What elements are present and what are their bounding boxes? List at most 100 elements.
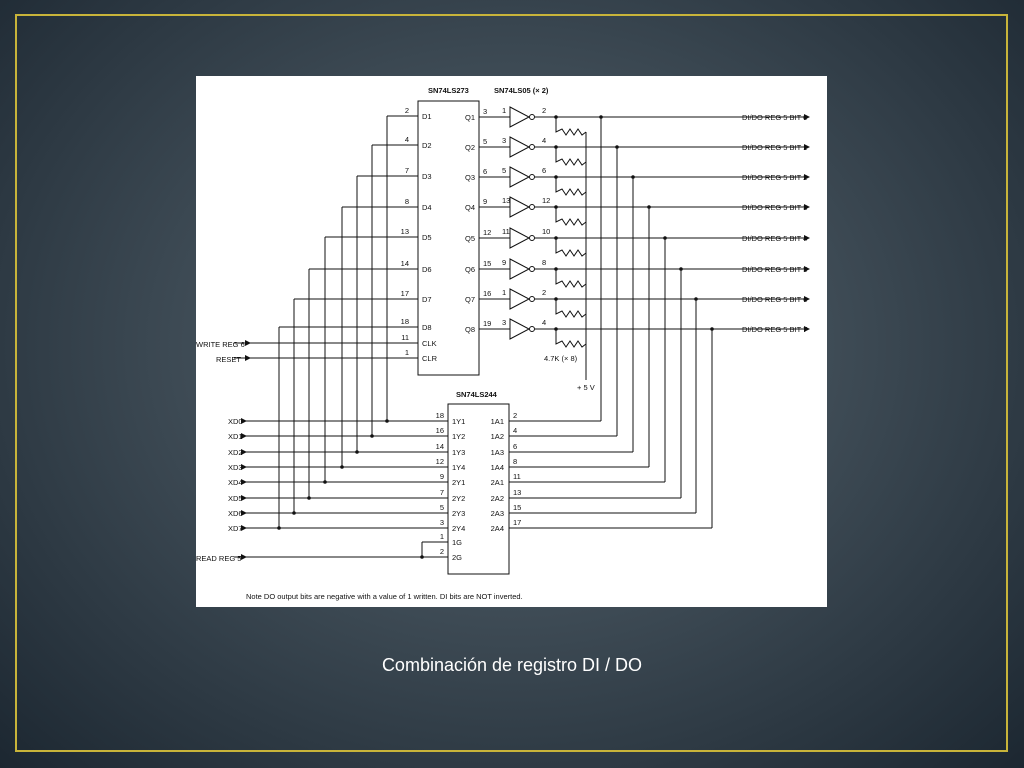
write-reg-label: WRITE REG 6 <box>196 340 245 349</box>
chip-244-right-label: 1A2 <box>491 432 504 441</box>
arrow-head <box>241 495 247 501</box>
chip-273-output-label: Q7 <box>465 295 475 304</box>
inverter-gate <box>509 227 531 249</box>
chip-273-input-label: D1 <box>422 112 432 121</box>
chip-273-input-pin: 1 <box>405 348 409 357</box>
inverter-out-pin: 6 <box>542 166 546 175</box>
junction-dot <box>554 327 558 331</box>
inverter-out-pin: 4 <box>542 318 546 327</box>
output-label-bit-1: DI/DO REG 5 BIT 1 <box>742 143 807 152</box>
chip-244-right-label: 1A1 <box>491 417 504 426</box>
chip-273-input-pin: 11 <box>401 333 409 342</box>
chip-273-output-pin: 6 <box>483 167 487 176</box>
arrow-head <box>245 340 251 346</box>
inverter-bubble <box>529 296 535 302</box>
chip-273-input-pin: 18 <box>401 317 409 326</box>
chip-273-output-label: Q3 <box>465 173 475 182</box>
junction-dot <box>420 555 424 559</box>
chip-244-left-pin: 5 <box>440 503 444 512</box>
junction-dot <box>615 145 619 149</box>
chip-273-input-label: CLR <box>422 354 438 363</box>
chip-244-left-pin: 18 <box>436 411 444 420</box>
arrow-head <box>804 144 810 150</box>
chip-273-input-pin: 14 <box>401 259 409 268</box>
arrow-head <box>804 204 810 210</box>
chip-244-left-pin: 12 <box>436 457 444 466</box>
pullup-resistor <box>555 238 587 257</box>
chip-244-left-pin: 9 <box>440 472 444 481</box>
arrow-head <box>241 479 247 485</box>
chip-244-title: SN74LS244 <box>456 390 498 399</box>
chip-244-right-pin: 13 <box>513 488 521 497</box>
chip-273-output-label: Q1 <box>465 113 475 122</box>
chip-273-output-pin: 19 <box>483 319 491 328</box>
chip-244-left-pin: 3 <box>440 518 444 527</box>
chip-244-right-label: 1A4 <box>491 463 504 472</box>
junction-dot <box>554 115 558 119</box>
slide-caption: Combinación de registro DI / DO <box>381 655 643 675</box>
inverter-in-pin: 1 <box>502 288 506 297</box>
output-label-bit-4: DI/DO REG 5 BIT 4 <box>742 234 807 243</box>
output-label-bit-2: DI/DO REG 5 BIT 2 <box>742 173 807 182</box>
inverter-bubble <box>529 235 535 241</box>
chip-244-left-label: 1Y2 <box>452 432 465 441</box>
chip-273-input-label: D4 <box>422 203 432 212</box>
arrow-head <box>804 114 810 120</box>
chip-244-right-label: 2A2 <box>491 494 504 503</box>
chip-273-input-pin: 17 <box>401 289 409 298</box>
chip-273-output-pin: 9 <box>483 197 487 206</box>
read-reg-label: READ REG 5 <box>196 554 241 563</box>
arrow-head <box>804 266 810 272</box>
arrow-head <box>241 433 247 439</box>
chip-273-input-pin: 4 <box>405 135 409 144</box>
inverter-in-pin: 3 <box>502 318 506 327</box>
chip-244-left-pin: 14 <box>436 442 444 451</box>
output-label-bit-7: DI/DO REG 5 BIT 7 <box>742 325 807 334</box>
bus-label-xd6: XD6 <box>228 509 243 518</box>
output-label-bit-0: DI/DO REG 5 BIT 0 <box>742 113 807 122</box>
chip-273-output-pin: 12 <box>483 228 491 237</box>
inverter-out-pin: 8 <box>542 258 546 267</box>
chip-273-input-label: D3 <box>422 172 432 181</box>
inverter-in-pin: 3 <box>502 136 506 145</box>
chip-273-input-pin: 7 <box>405 166 409 175</box>
inverter-in-pin: 11 <box>502 227 510 236</box>
chip-244-right-pin: 17 <box>513 518 521 527</box>
inverter-gate <box>509 166 531 188</box>
bus-label-xd1: XD1 <box>228 432 243 441</box>
chip-244-left-label: 1Y4 <box>452 463 465 472</box>
pullup-resistor <box>555 117 587 136</box>
output-label-bit-3: DI/DO REG 5 BIT 3 <box>742 203 807 212</box>
junction-dot <box>554 236 558 240</box>
inverter-gate <box>509 258 531 280</box>
chip-05-title: SN74LS05 (× 2) <box>494 86 549 95</box>
chip-273-input-label: D8 <box>422 323 432 332</box>
chip-244-right-label: 1A3 <box>491 448 504 457</box>
pullup-resistor <box>555 147 587 166</box>
inverter-gate <box>509 196 531 218</box>
inverter-bubble <box>529 204 535 210</box>
chip-244-right-label: 2A3 <box>491 509 504 518</box>
chip-273-output-pin: 3 <box>483 107 487 116</box>
footnote: Note DO output bits are negative with a … <box>246 592 523 601</box>
chip-273-output-label: Q5 <box>465 234 475 243</box>
inverter-gate <box>509 318 531 340</box>
chip-244-right-pin: 4 <box>513 426 517 435</box>
arrow-head <box>241 525 247 531</box>
chip-273-output-label: Q4 <box>465 203 475 212</box>
pullup-resistor <box>555 177 587 196</box>
chip-244-right-pin: 15 <box>513 503 521 512</box>
arrow-head <box>804 174 810 180</box>
junction-dot <box>554 267 558 271</box>
inverter-bubble <box>529 144 535 150</box>
chip-244-left-pin: 2 <box>440 547 444 556</box>
arrow-head <box>241 464 247 470</box>
chip-244-right-pin: 2 <box>513 411 517 420</box>
pullup-resistor <box>555 329 587 348</box>
chip-244-left-label: 2G <box>452 553 462 562</box>
chip-244-left-label: 1Y1 <box>452 417 465 426</box>
arrow-head <box>245 355 251 361</box>
slide-frame <box>15 14 1008 752</box>
junction-dot <box>554 145 558 149</box>
arrow-head <box>241 449 247 455</box>
